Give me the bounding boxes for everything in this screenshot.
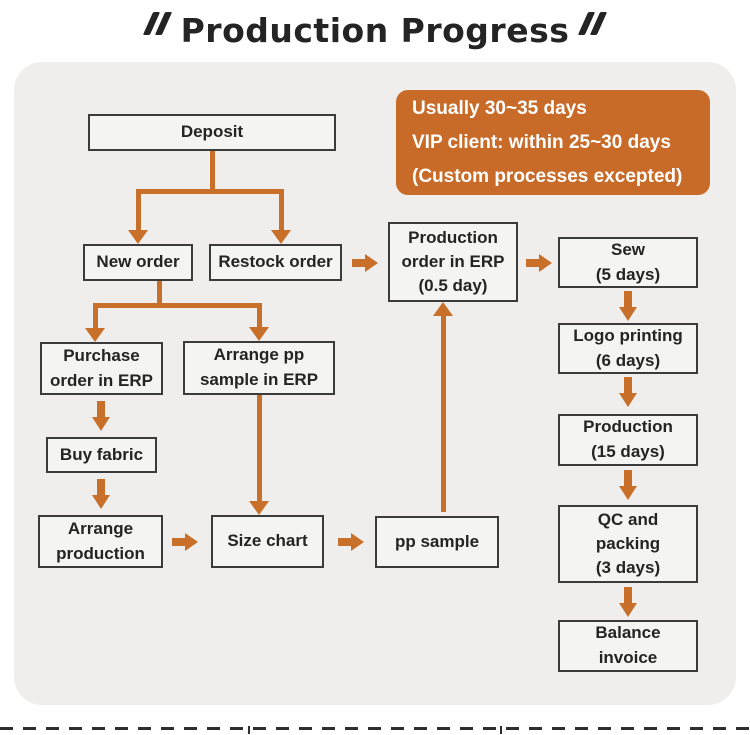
cut-line-tick	[500, 726, 502, 734]
node-arrange-production: Arrange production	[38, 515, 163, 568]
arrowhead-down-icon	[249, 501, 269, 515]
node-pp-sample: pp sample	[375, 516, 499, 568]
arrow-down-icon	[618, 470, 638, 500]
node-buy-fabric: Buy fabric	[46, 437, 157, 473]
connector-deposit-right-drop	[279, 189, 284, 231]
connector-neworder-stem	[157, 281, 162, 308]
arrow-down-icon	[618, 587, 638, 617]
arrow-down-icon	[91, 479, 111, 509]
node-production: Production (15 days)	[558, 414, 698, 466]
open-quote-icon	[142, 11, 172, 35]
node-sew: Sew (5 days)	[558, 237, 698, 288]
arrowhead-down-icon	[85, 328, 105, 342]
arrow-right-icon	[172, 532, 198, 552]
connector-deposit-branch	[136, 189, 284, 194]
page-title-row: Production Progress	[0, 4, 750, 56]
connector-ppsample-to-sizechart	[257, 395, 262, 502]
arrow-down-icon	[91, 401, 111, 431]
node-new-order: New order	[83, 244, 193, 281]
dashed-cut-line	[0, 727, 750, 730]
arrowhead-down-icon	[271, 230, 291, 244]
node-qc-packing: QC and packing (3 days)	[558, 505, 698, 583]
close-quote-icon	[578, 11, 608, 35]
connector-ppsample-to-productionorder	[441, 314, 446, 512]
arrowhead-down-icon	[249, 327, 269, 341]
node-balance-invoice: Balance invoice	[558, 620, 698, 672]
connector-neworder-left-drop	[93, 303, 98, 329]
arrow-right-icon	[526, 253, 552, 273]
arrow-down-icon	[618, 291, 638, 321]
callout-line-2: VIP client: within 25~30 days	[412, 131, 671, 153]
callout-line-1: Usually 30~35 days	[412, 97, 587, 119]
arrowhead-down-icon	[128, 230, 148, 244]
arrow-right-icon	[352, 253, 378, 273]
node-purchase-order-erp: Purchase order in ERP	[40, 342, 163, 395]
connector-neworder-branch	[93, 303, 262, 308]
arrowhead-up-icon	[433, 302, 453, 316]
connector-deposit-left-drop	[136, 189, 141, 231]
arrow-right-icon	[338, 532, 364, 552]
node-size-chart: Size chart	[211, 515, 324, 568]
node-restock-order: Restock order	[209, 244, 342, 281]
connector-deposit-stem	[210, 151, 215, 193]
callout-line-3: (Custom processes excepted)	[412, 165, 683, 187]
cut-line-tick	[248, 726, 250, 734]
page-title: Production Progress	[180, 10, 570, 50]
connector-neworder-right-drop	[257, 303, 262, 328]
lead-time-callout: Usually 30~35 days VIP client: within 25…	[396, 90, 710, 195]
node-deposit: Deposit	[88, 114, 336, 151]
node-arrange-pp-sample: Arrange pp sample in ERP	[183, 341, 335, 395]
node-production-order-erp: Production order in ERP (0.5 day)	[388, 222, 518, 302]
arrow-down-icon	[618, 377, 638, 407]
node-logo-printing: Logo printing (6 days)	[558, 323, 698, 374]
